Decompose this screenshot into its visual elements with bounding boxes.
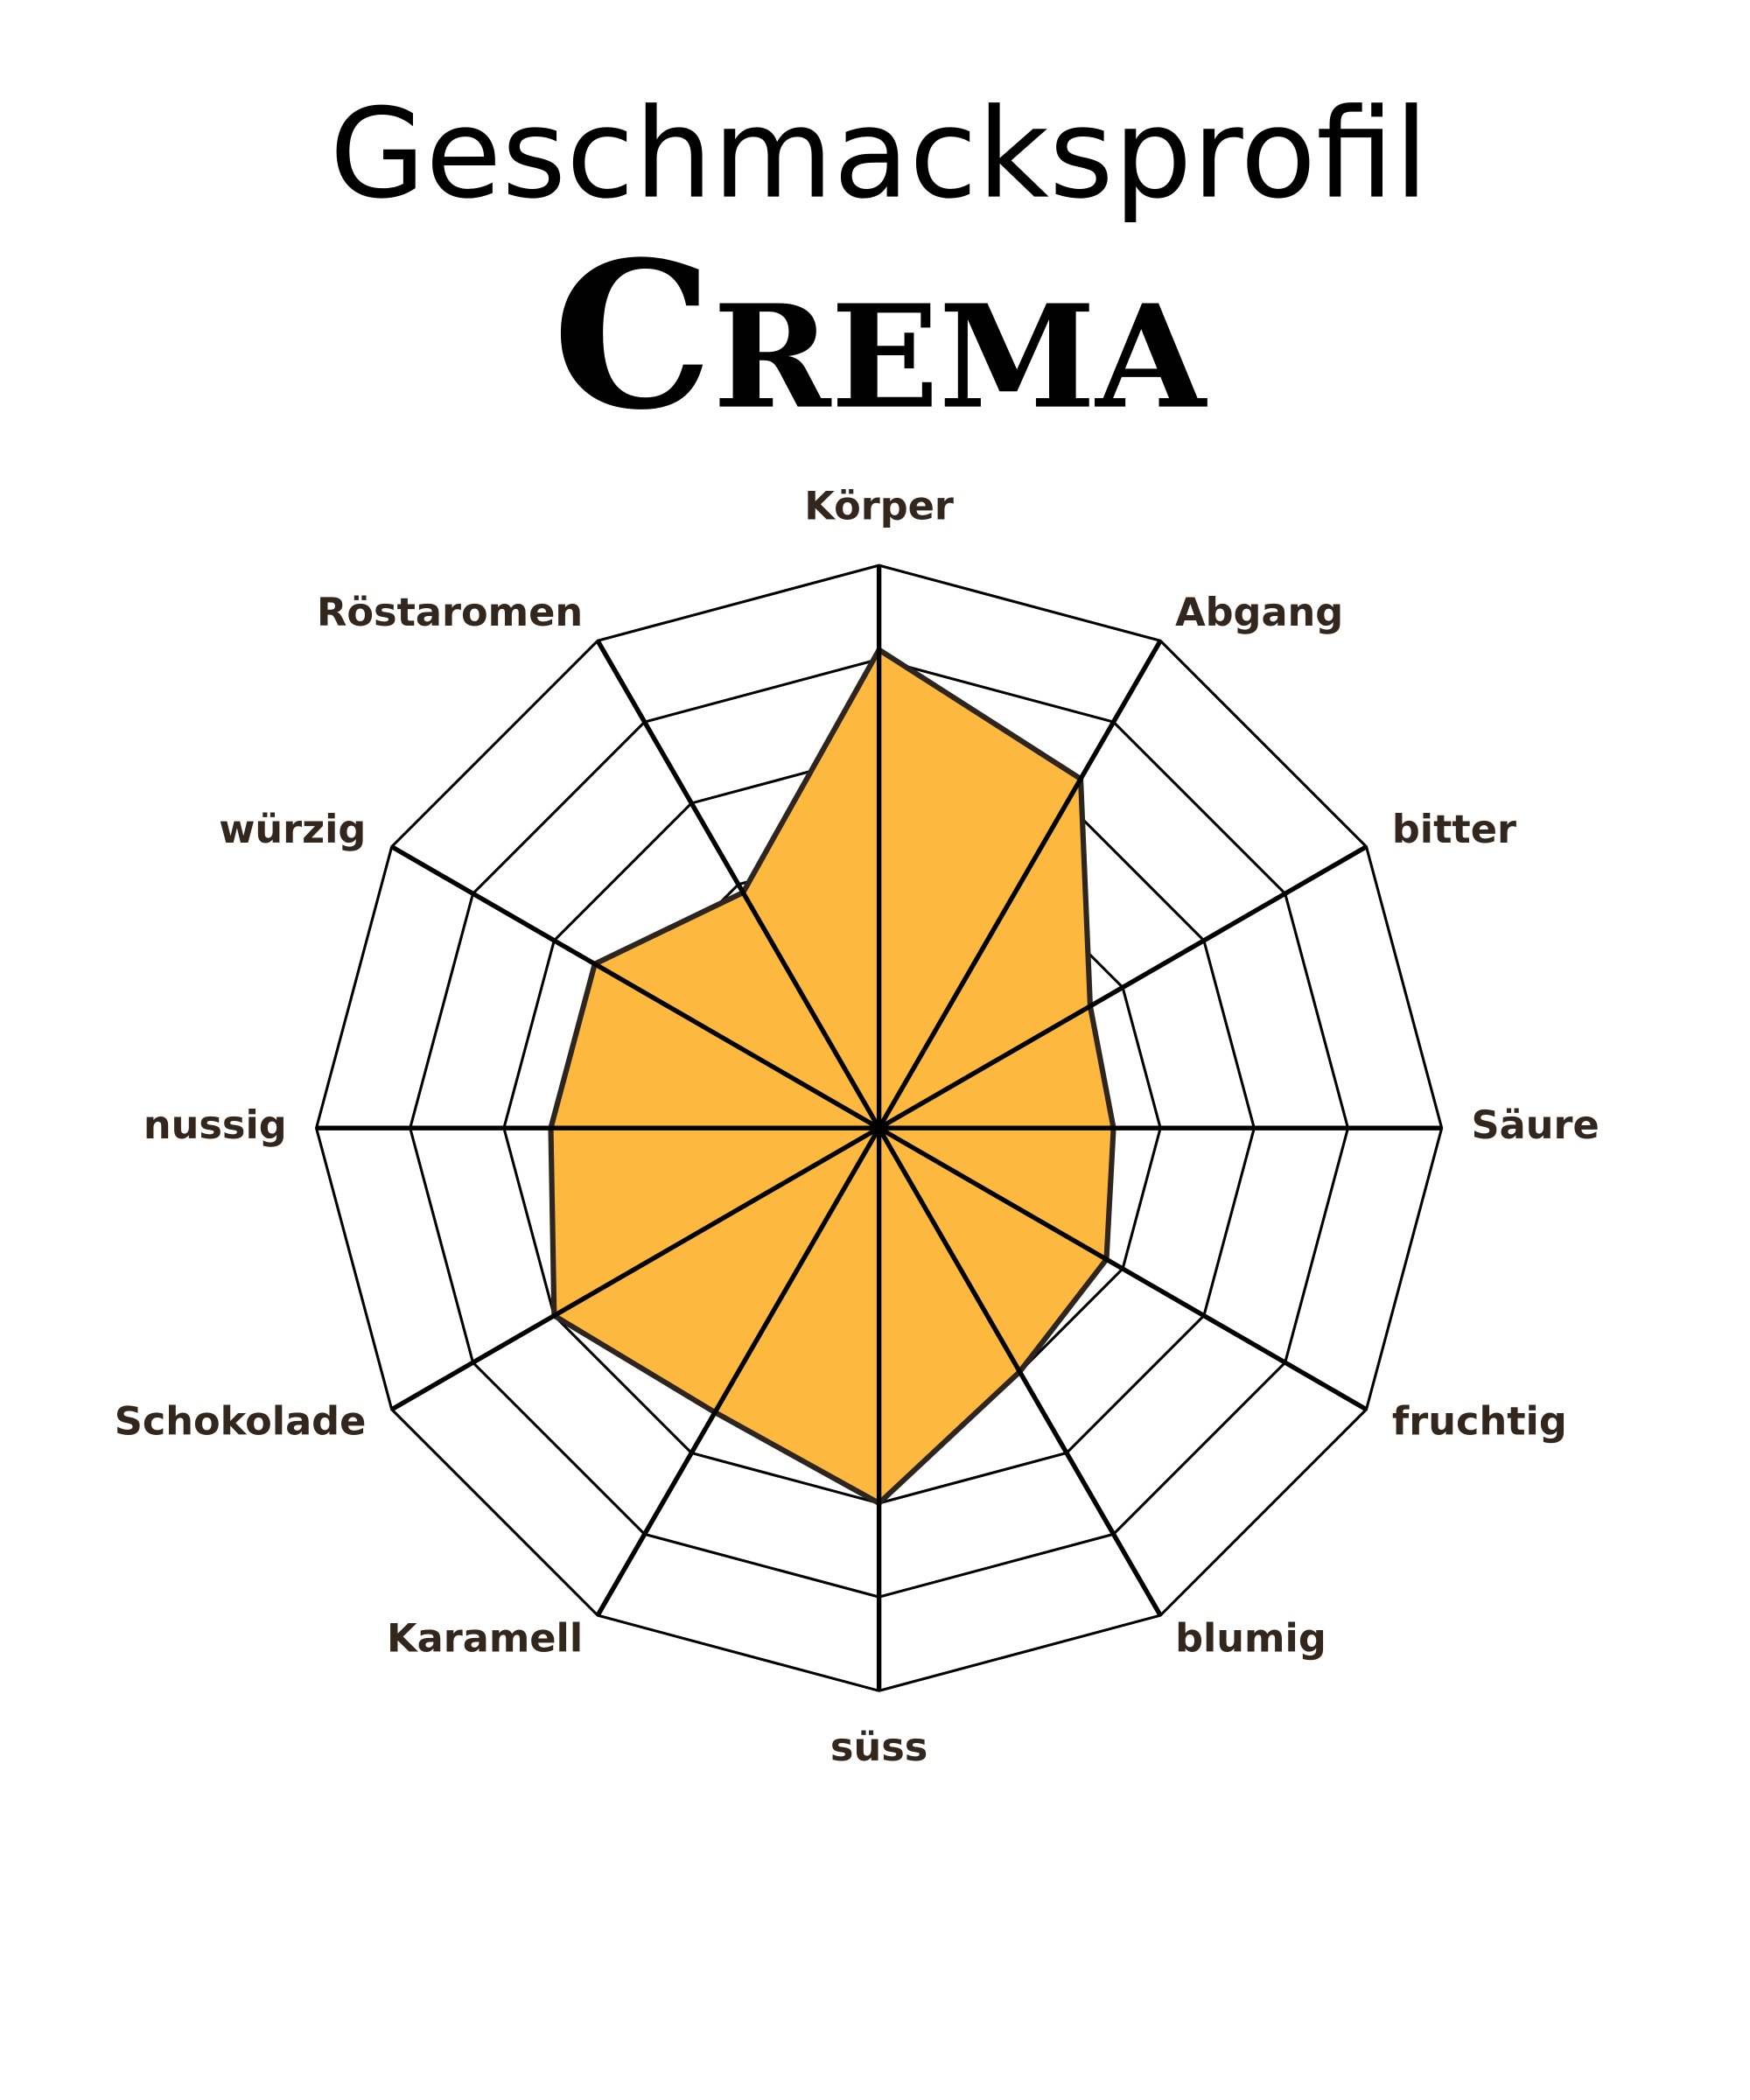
spoke-8 xyxy=(390,1125,880,1412)
axis-label: blumig xyxy=(1175,1615,1326,1661)
axis-label: Körper xyxy=(804,484,954,529)
spoke-2 xyxy=(878,844,1368,1130)
spoke-5 xyxy=(877,1126,1163,1617)
spoke-7 xyxy=(595,1126,881,1617)
spoke-10 xyxy=(390,844,880,1130)
axis-label: Schokolade xyxy=(115,1399,367,1445)
radar-series xyxy=(548,647,1116,1507)
axis-label: Säure xyxy=(1472,1102,1600,1148)
spoke-1 xyxy=(877,639,1163,1130)
spoke-11 xyxy=(595,639,881,1130)
series-area xyxy=(548,647,1116,1507)
axis-label: Röstaromen xyxy=(317,590,583,635)
axis-label: fruchtig xyxy=(1392,1399,1567,1445)
axis-label: bitter xyxy=(1392,807,1516,852)
axis-label: Abgang xyxy=(1175,590,1343,635)
axis-label: nussig xyxy=(144,1102,287,1148)
chart-subtitle: Crema xyxy=(552,218,1208,455)
axis-label: süss xyxy=(830,1725,928,1770)
chart-title: Geschmacksprofil xyxy=(330,83,1429,227)
axis-label: würzig xyxy=(219,807,366,852)
spoke-4 xyxy=(878,1125,1368,1412)
axis-label: Karamell xyxy=(387,1615,583,1661)
radar-spokes xyxy=(316,565,1442,1691)
